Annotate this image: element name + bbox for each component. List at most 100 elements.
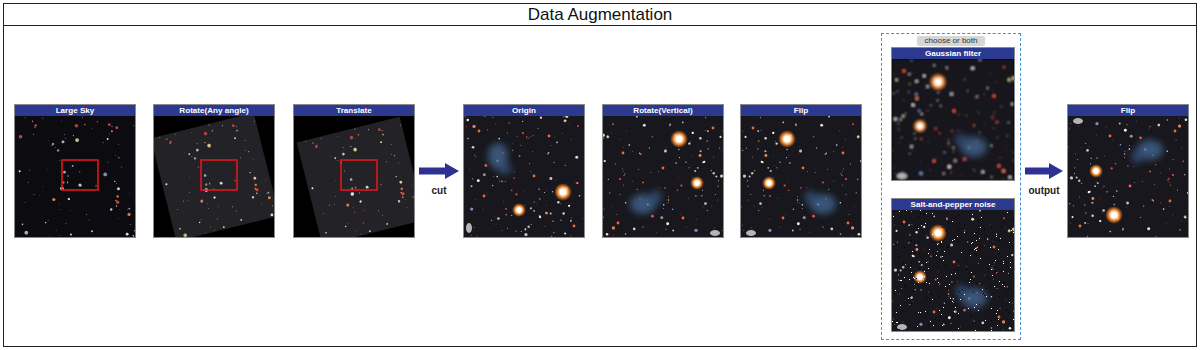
noise-pixel [966,240,967,241]
noise-pixel [1013,319,1014,320]
star-dot [665,146,667,148]
nebula [498,163,512,175]
star-dot [854,205,856,207]
nebula [955,284,967,298]
star-dot [471,185,473,187]
star-dot [1184,174,1185,175]
star-dot [668,196,669,197]
star-dot [1155,236,1157,237]
star-dot [839,130,841,132]
noise-pixel [908,298,909,299]
sky-ground [464,116,584,237]
star-dot [996,120,998,122]
star-dot [677,189,679,191]
star-dot [995,232,997,234]
star-dot [369,230,371,232]
noise-pixel [990,247,991,248]
star-dot [1102,209,1104,211]
noise-pixel [919,242,920,243]
noise-pixel [976,250,977,251]
star-dot [205,183,208,186]
noise-pixel [896,312,897,313]
star-dot [523,191,525,193]
star-dot [33,133,35,135]
noise-pixel [939,310,940,311]
star-dot [909,303,910,304]
star-dot [776,167,777,168]
star-dot [820,124,823,127]
star-dot [905,264,906,265]
noise-pixel [943,307,944,308]
star-dot [252,158,253,159]
star-dot [386,223,388,225]
star-dot [1112,138,1114,140]
star-dot [894,172,896,174]
star-dot [121,166,122,167]
star-dot [513,171,515,173]
star-dot [901,136,902,137]
noise-pixel [930,214,931,215]
noise-pixel [902,223,903,224]
star-dot [70,233,72,235]
noise-pixel [986,288,987,289]
noise-pixel [973,292,974,293]
star-dot [994,111,995,112]
sky-ground [154,116,274,237]
noise-pixel [970,255,971,256]
star-dot [946,66,948,68]
star-dot [1176,139,1177,140]
star-dot [786,149,787,150]
star-dot [475,156,477,158]
noise-pixel [964,224,965,225]
star-dot [603,236,605,237]
star-dot [1179,229,1181,231]
star-dot [987,87,989,89]
star-dot [129,223,131,225]
noise-pixel [1001,257,1002,258]
noise-pixel [932,234,933,235]
red-star [662,167,665,170]
star-dot [914,138,915,139]
star-dot [692,132,694,134]
star-dot [801,208,803,210]
noise-pixel [949,245,950,246]
noise-pixel [1006,309,1007,310]
star-dot [1069,203,1070,204]
star-dot [814,171,816,173]
star-dot [797,199,799,201]
star-dot [742,130,744,132]
star-dot [91,128,93,130]
star-dot [643,124,646,127]
star-dot [1140,217,1141,218]
star-dot [356,230,358,232]
star-dot [128,193,130,195]
star-dot [213,196,216,199]
noise-pixel [903,262,904,263]
star-dot [927,261,928,262]
star-dot [45,222,46,223]
star-dot [169,141,172,144]
panel-heading: Large Sky [15,105,135,116]
star-dot [784,184,786,186]
star-dot [503,201,505,203]
noise-pixel [944,251,945,252]
noise-pixel [986,262,987,263]
star-dot [939,132,941,134]
star-dot [632,151,633,152]
star-dot [236,129,238,131]
star-dot [516,136,518,138]
star-dot [946,217,948,219]
star-dot [203,174,206,177]
star-dot [792,230,794,232]
star-dot [354,128,355,129]
scene-group [741,116,861,237]
star-dot [920,113,922,115]
galaxy-blob [1073,118,1083,124]
star-dot [715,176,717,178]
noise-pixel [951,274,952,275]
noise-pixel [970,279,971,280]
star-dot [539,198,540,199]
noise-pixel [972,242,973,243]
noise-pixel [970,309,971,310]
noise-pixel [991,320,992,321]
